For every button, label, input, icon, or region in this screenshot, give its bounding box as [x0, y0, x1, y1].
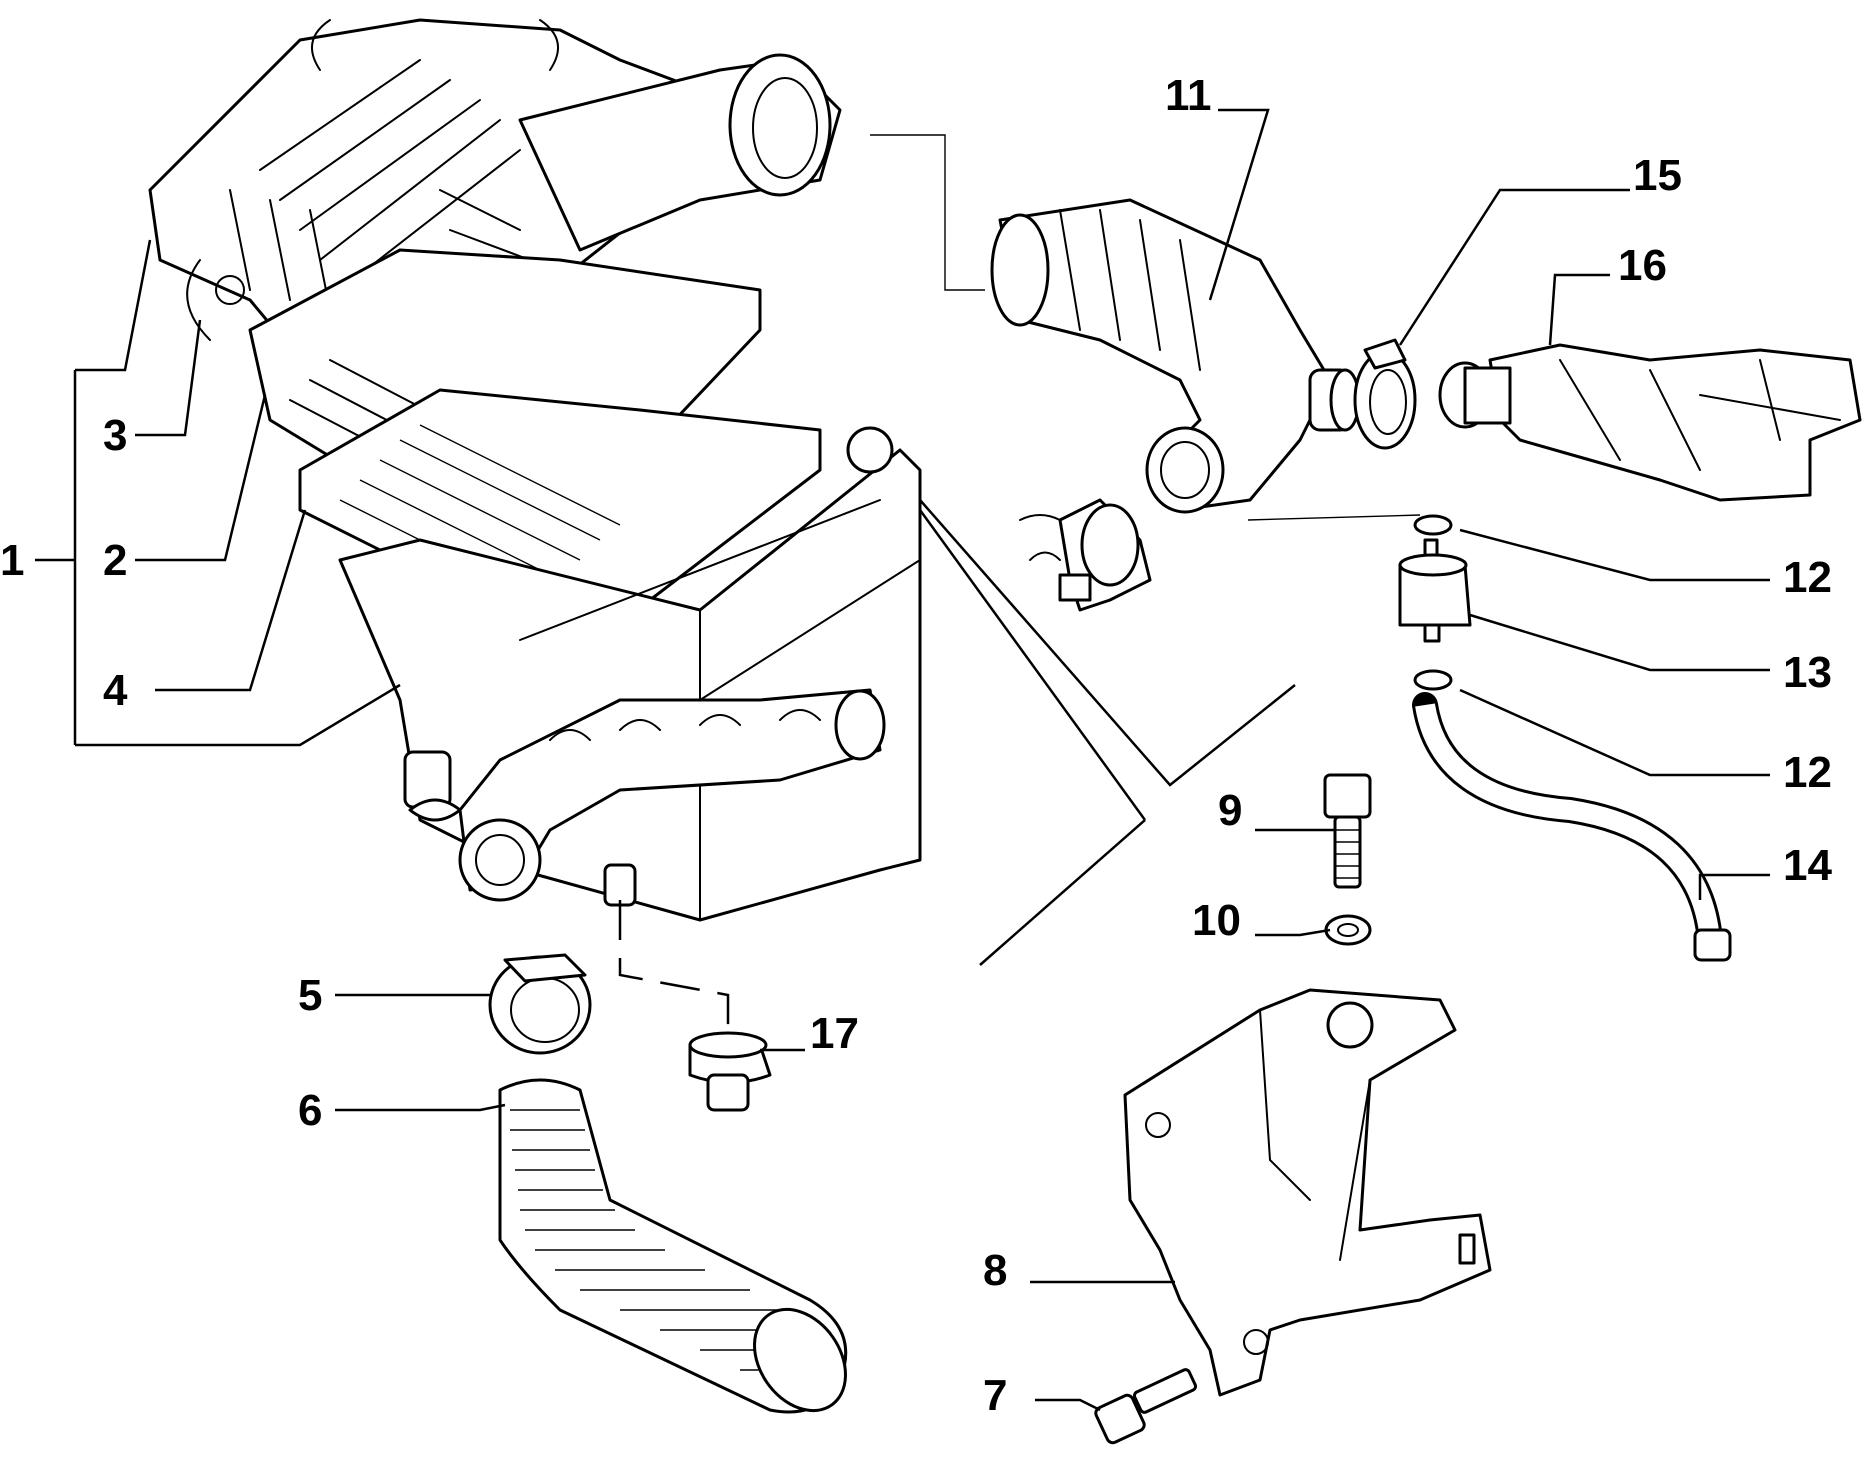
callout-1: 1	[0, 536, 24, 585]
hose-clamp-5	[488, 953, 592, 1055]
hose-clamp-15	[1353, 338, 1417, 450]
resonator-16	[1438, 343, 1862, 502]
callout-4: 4	[103, 666, 128, 715]
callout-13: 13	[1783, 648, 1832, 697]
callout-7: 7	[983, 1371, 1007, 1420]
callout-8: 8	[983, 1246, 1007, 1295]
bolt-9	[1323, 773, 1372, 889]
callout-16: 16	[1618, 241, 1667, 290]
callout-12a: 12	[1783, 553, 1832, 602]
callout-10: 10	[1192, 896, 1241, 945]
callout-2: 2	[103, 536, 127, 585]
air-filter-housing-base	[338, 426, 922, 922]
air-filter-cover	[148, 18, 842, 402]
callout-5: 5	[298, 971, 322, 1020]
vent-hose-14	[1412, 692, 1732, 962]
callout-17: 17	[810, 1009, 859, 1058]
leader-lines	[35, 108, 1770, 1412]
duct-adapter	[1019, 498, 1152, 612]
washer-10	[1324, 914, 1372, 946]
callout-6: 6	[298, 1086, 322, 1135]
callout-12b: 12	[1783, 748, 1832, 797]
mounting-bracket-8	[1123, 988, 1492, 1397]
intake-duct	[990, 198, 1361, 514]
callout-labels: 1 2 3 4 5 6 7 8 9 10 11 12 12 13 14 15 1…	[0, 71, 1832, 1420]
check-valve-13	[1398, 514, 1472, 691]
callout-3: 3	[103, 411, 127, 460]
callout-11: 11	[1165, 71, 1212, 120]
drain-valve-17	[688, 1031, 772, 1112]
callout-15: 15	[1633, 151, 1682, 200]
intake-hose-6	[498, 1078, 848, 1414]
bolt-7	[1094, 1368, 1198, 1445]
callout-14: 14	[1783, 841, 1832, 890]
callout-9: 9	[1218, 786, 1242, 835]
